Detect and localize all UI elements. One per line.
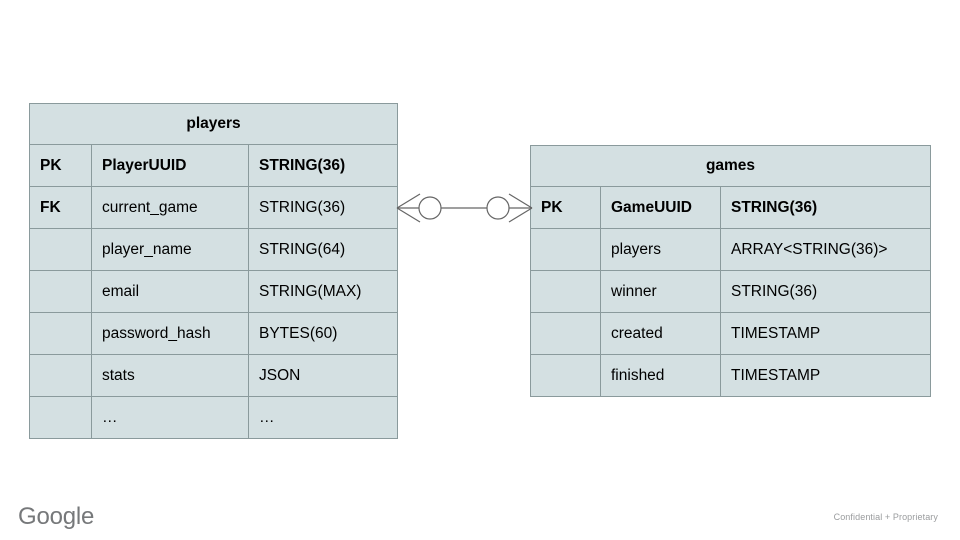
row-key-flag [29,354,92,397]
table-row: winner STRING(36) [530,270,931,313]
row-field-type: TIMESTAMP [720,354,931,397]
row-field-type: ARRAY<STRING(36)> [720,228,931,271]
row-field-type: STRING(36) [247,186,399,229]
row-field-name: password_hash [91,312,249,355]
cardinality-circle-left [418,196,442,220]
table-row: FK current_game STRING(36) [29,186,399,229]
table-row: created TIMESTAMP [530,312,931,355]
row-key-flag [29,270,92,313]
row-field-name: PlayerUUID [91,144,249,187]
crowsfoot-right-lower [508,207,533,223]
row-field-type: … [247,396,399,439]
row-field-type: STRING(36) [720,270,931,313]
cardinality-circle-right [486,196,510,220]
row-key-flag [530,312,601,355]
relationship-connector-players-games [396,193,533,223]
row-field-type: STRING(36) [720,186,931,229]
row-key-flag: FK [29,186,92,229]
row-field-type: JSON [247,354,399,397]
crowsfoot-right-upper [508,193,533,209]
google-logo: Google [18,503,95,530]
row-key-flag: PK [530,186,601,229]
row-field-name: finished [600,354,721,397]
entity-title-players: players [28,103,399,145]
row-key-flag: PK [29,144,92,187]
row-key-flag [530,354,601,397]
confidentiality-notice: Confidential + Proprietary [833,512,938,522]
entity-table-players: players PK PlayerUUID STRING(36) FK curr… [28,103,399,439]
crowsfoot-left-upper [396,193,421,209]
entity-title-games: games [530,145,931,187]
row-field-name: … [91,396,249,439]
table-row: PK PlayerUUID STRING(36) [29,144,399,187]
table-row: finished TIMESTAMP [530,354,931,397]
entity-table-games: games PK GameUUID STRING(36) players ARR… [530,145,931,397]
crowsfoot-left-lower [396,207,421,223]
row-field-type: STRING(36) [247,144,399,187]
row-field-name: winner [600,270,721,313]
table-row: players ARRAY<STRING(36)> [530,228,931,271]
row-key-flag [29,228,92,271]
row-key-flag [29,396,92,439]
row-field-type: STRING(64) [247,228,399,271]
row-field-type: BYTES(60) [247,312,399,355]
table-row: stats JSON [29,354,399,397]
table-row: email STRING(MAX) [29,270,399,313]
row-key-flag [530,270,601,313]
entity-title-row: players [28,103,399,145]
row-field-name: GameUUID [600,186,721,229]
row-field-name: player_name [91,228,249,271]
table-row: PK GameUUID STRING(36) [530,186,931,229]
row-field-type: STRING(MAX) [247,270,399,313]
row-field-name: email [91,270,249,313]
table-row: … … [29,396,399,439]
row-field-name: current_game [91,186,249,229]
row-key-flag [29,312,92,355]
row-field-name: stats [91,354,249,397]
table-row: password_hash BYTES(60) [29,312,399,355]
row-field-name: players [600,228,721,271]
row-field-name: created [600,312,721,355]
row-key-flag [530,228,601,271]
row-field-type: TIMESTAMP [720,312,931,355]
table-row: player_name STRING(64) [29,228,399,271]
entity-title-row: games [530,145,931,187]
